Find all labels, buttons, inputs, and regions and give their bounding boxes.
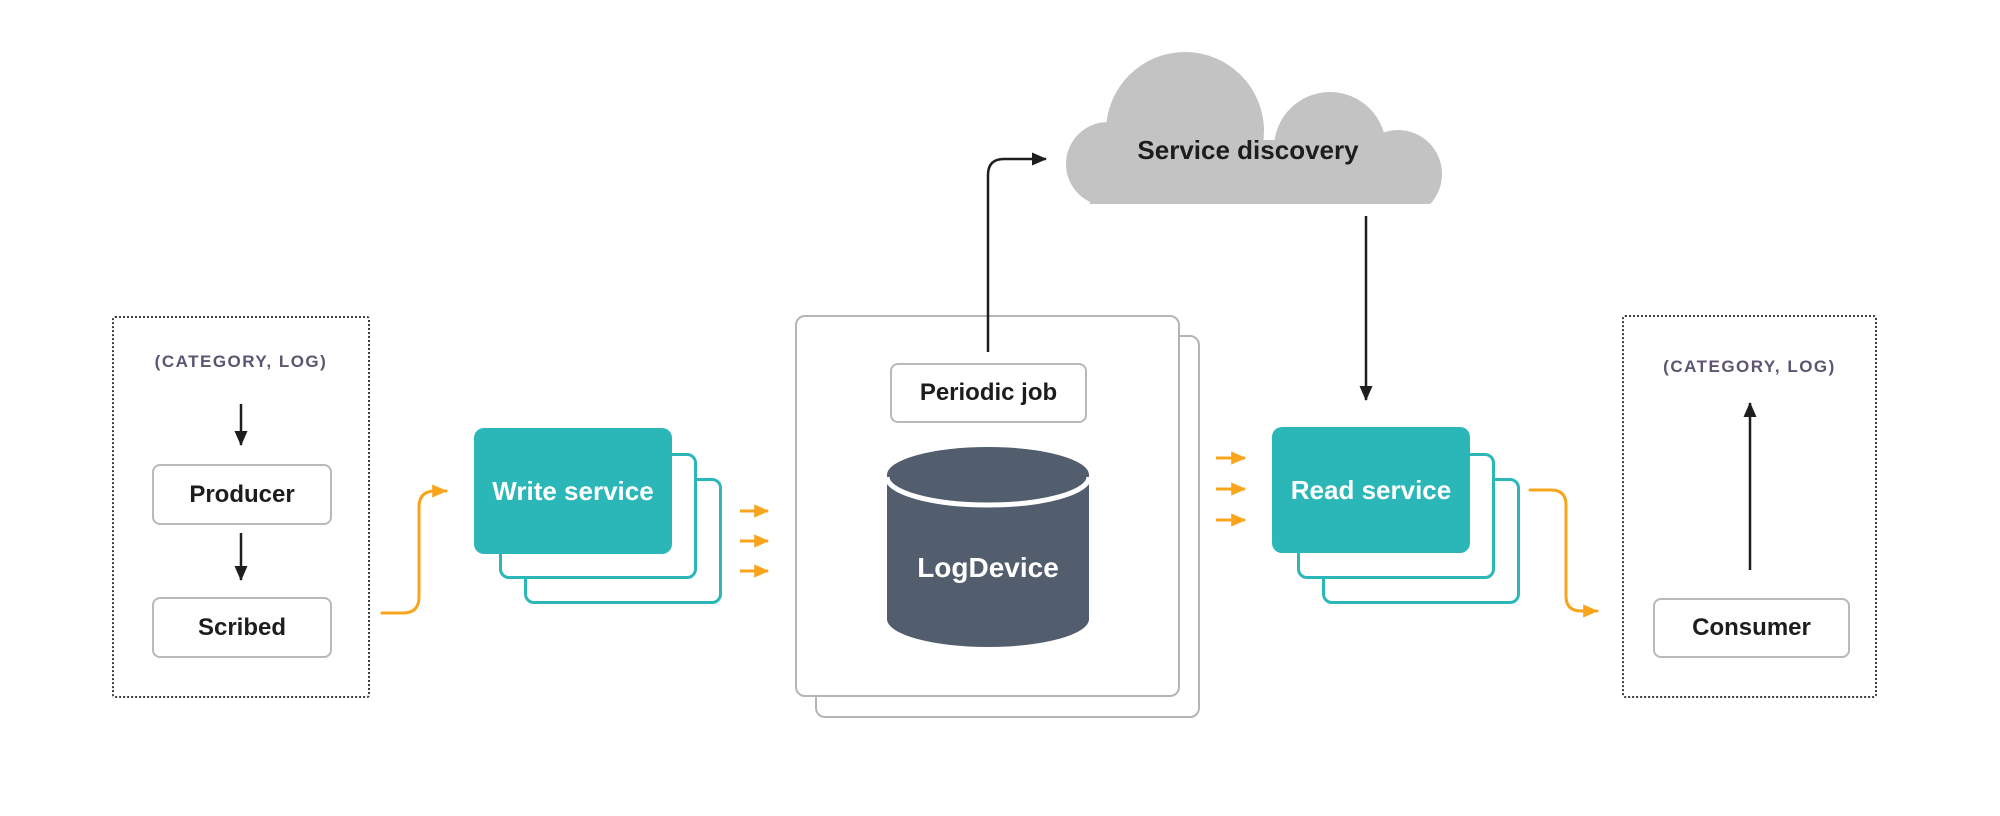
periodic-job-label: Periodic job <box>919 379 1058 406</box>
read-service-label: Read service <box>1290 474 1452 505</box>
producer-node: Producer <box>152 464 332 525</box>
write-service-node: Write service <box>474 428 672 554</box>
arrow-read-service-to-consumer <box>1528 488 1599 618</box>
periodic-job-node: Periodic job <box>890 363 1087 423</box>
service-discovery-cloud <box>1066 52 1442 204</box>
read-service-node: Read service <box>1272 427 1470 553</box>
service-discovery-label: Service discovery <box>1137 135 1359 165</box>
scribed-label: Scribed <box>197 613 287 641</box>
category-log-label-left: (CATEGORY, LOG) <box>154 352 328 371</box>
consumer-label: Consumer <box>1692 614 1811 641</box>
consumer-node: Consumer <box>1653 598 1850 658</box>
category-log-label-right: (CATEGORY, LOG) <box>1663 357 1836 376</box>
scribed-node: Scribed <box>152 597 332 658</box>
producer-label: Producer <box>189 480 295 508</box>
write-service-label: Write service <box>492 475 654 506</box>
arrow-scribed-to-write-service <box>380 484 448 615</box>
